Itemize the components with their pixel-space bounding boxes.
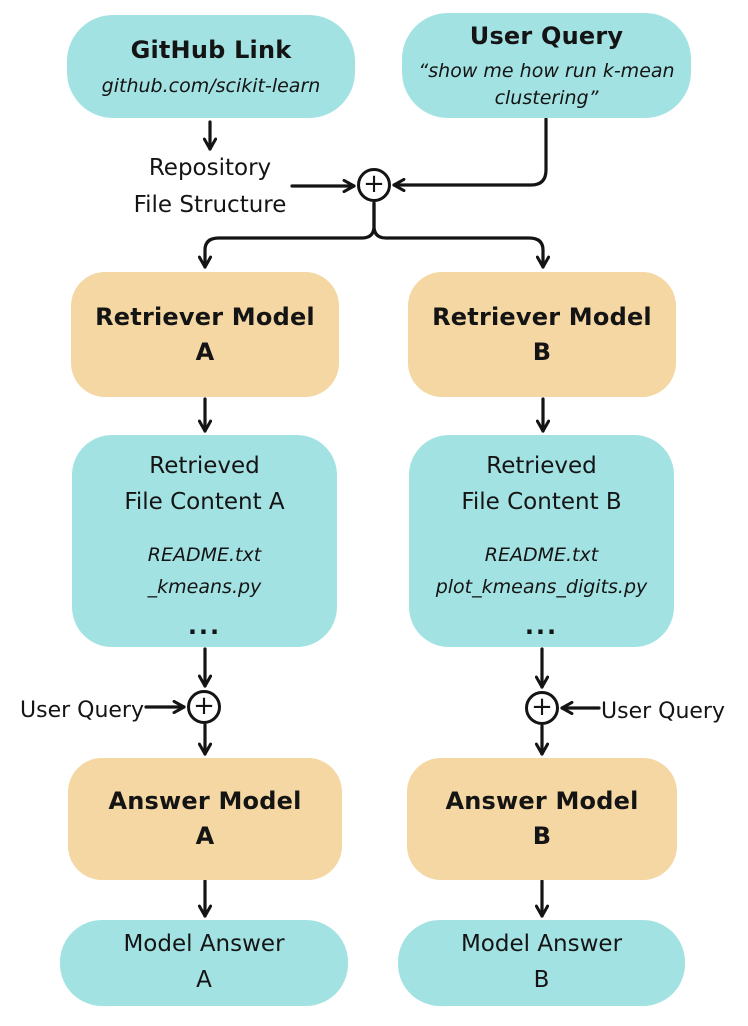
retrieved-a-ellipsis: ... — [187, 612, 222, 641]
retrieved-a-file-1: README.txt — [147, 544, 262, 567]
repository-structure-label: Repository File Structure — [110, 150, 310, 224]
merge-plus-a: + — [187, 690, 221, 724]
retrieved-b-line2: File Content B — [461, 488, 622, 515]
answer-a-variant: A — [195, 822, 215, 850]
retrieved-a-file-2: _kmeans.py — [147, 576, 262, 599]
model-answer-b-title: Model Answer — [460, 931, 623, 958]
github-link-title: GitHub Link — [130, 36, 292, 65]
answer-b-title: Answer Model — [445, 787, 639, 816]
retrieved-b-file-1: README.txt — [484, 544, 599, 567]
model-answer-a-title: Model Answer — [123, 931, 285, 958]
github-link-node: GitHub Link github.com/scikit-learn — [67, 15, 355, 118]
retriever-b-variant: B — [532, 337, 552, 366]
retrieved-a-line2: File Content A — [124, 488, 285, 515]
model-answer-b-node: Model Answer B — [398, 920, 685, 1006]
answer-model-a-node: Answer Model A — [68, 758, 342, 880]
plus-icon: + — [363, 169, 385, 199]
repository-structure-line2: File Structure — [133, 191, 287, 218]
github-link-url: github.com/scikit-learn — [101, 74, 321, 97]
arrow-merge-to-retriever-b — [372, 201, 543, 269]
repository-structure-line1: Repository — [148, 155, 272, 181]
user-query-text: “show me how run k-mean clustering” — [418, 60, 675, 110]
retriever-a-title: Retriever Model — [95, 302, 315, 331]
retrieved-b-file-2: plot_kmeans_digits.py — [435, 576, 648, 599]
answer-b-variant: B — [532, 822, 552, 850]
retriever-model-b-node: Retriever Model B — [408, 272, 676, 397]
model-answer-b-variant: B — [533, 967, 550, 993]
user-query-label-right: User Query — [601, 699, 725, 724]
retriever-model-a-node: Retriever Model A — [71, 272, 339, 397]
user-query-node: User Query “show me how run k-mean clust… — [402, 13, 691, 118]
user-query-label-left: User Query — [20, 698, 144, 723]
merge-plus-top: + — [357, 168, 391, 202]
retrieved-content-b-node: Retrieved File Content B README.txt plot… — [409, 435, 674, 647]
model-answer-a-node: Model Answer A — [60, 920, 348, 1006]
arrow-query-to-merge — [392, 117, 548, 185]
model-answer-a-variant: A — [196, 967, 212, 993]
answer-a-title: Answer Model — [108, 787, 302, 816]
merge-plus-b: + — [525, 691, 559, 725]
retriever-b-title: Retriever Model — [432, 302, 652, 331]
retrieved-b-line1: Retrieved — [486, 453, 597, 479]
plus-icon: + — [193, 691, 215, 721]
retriever-a-variant: A — [195, 337, 215, 366]
retrieved-b-ellipsis: ... — [524, 612, 559, 641]
answer-model-b-node: Answer Model B — [407, 758, 677, 880]
retrieved-a-line1: Retrieved — [149, 453, 260, 479]
plus-icon: + — [531, 692, 553, 722]
retrieved-content-a-node: Retrieved File Content A README.txt _kme… — [72, 435, 337, 647]
user-query-title: User Query — [469, 21, 624, 50]
